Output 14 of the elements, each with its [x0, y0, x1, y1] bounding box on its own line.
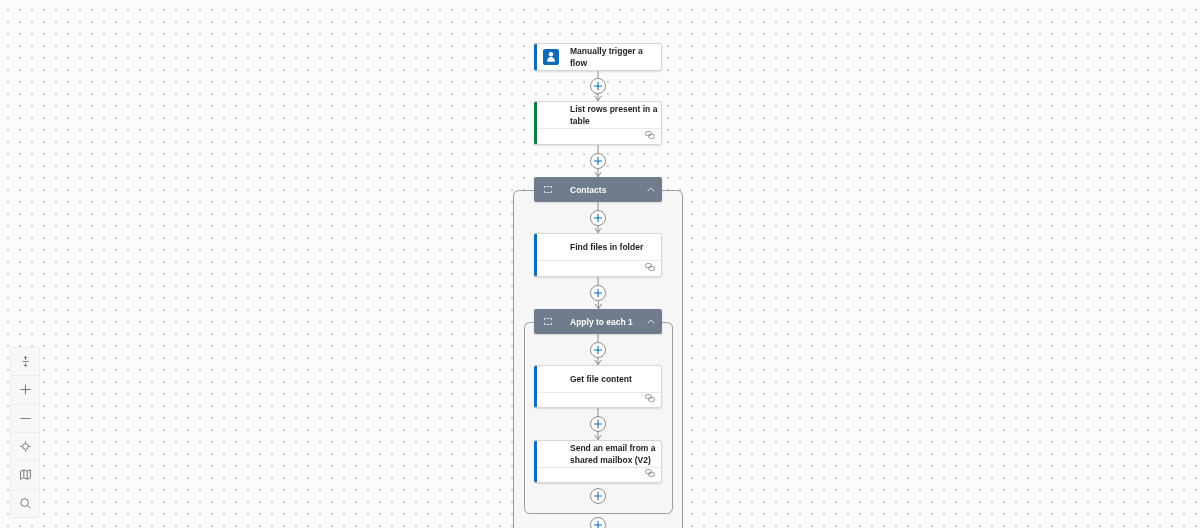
action-card — [534, 365, 662, 408]
action-title: List rows present in a table — [570, 103, 659, 127]
action-card — [534, 43, 662, 71]
scope-container — [513, 177, 683, 528]
scope-title: Apply to each 1 — [570, 315, 633, 328]
action-title: Find files in folder — [570, 241, 644, 253]
action-card — [534, 101, 662, 145]
action-card — [534, 440, 662, 483]
action-card — [534, 233, 662, 277]
action-title: Manually trigger a flow — [570, 45, 644, 69]
action-title: Send an email from a shared mailbox (V2) — [570, 442, 657, 466]
scope-title: Contacts — [570, 183, 607, 196]
action-title: Get file content — [570, 373, 632, 385]
scope-container — [524, 309, 673, 514]
